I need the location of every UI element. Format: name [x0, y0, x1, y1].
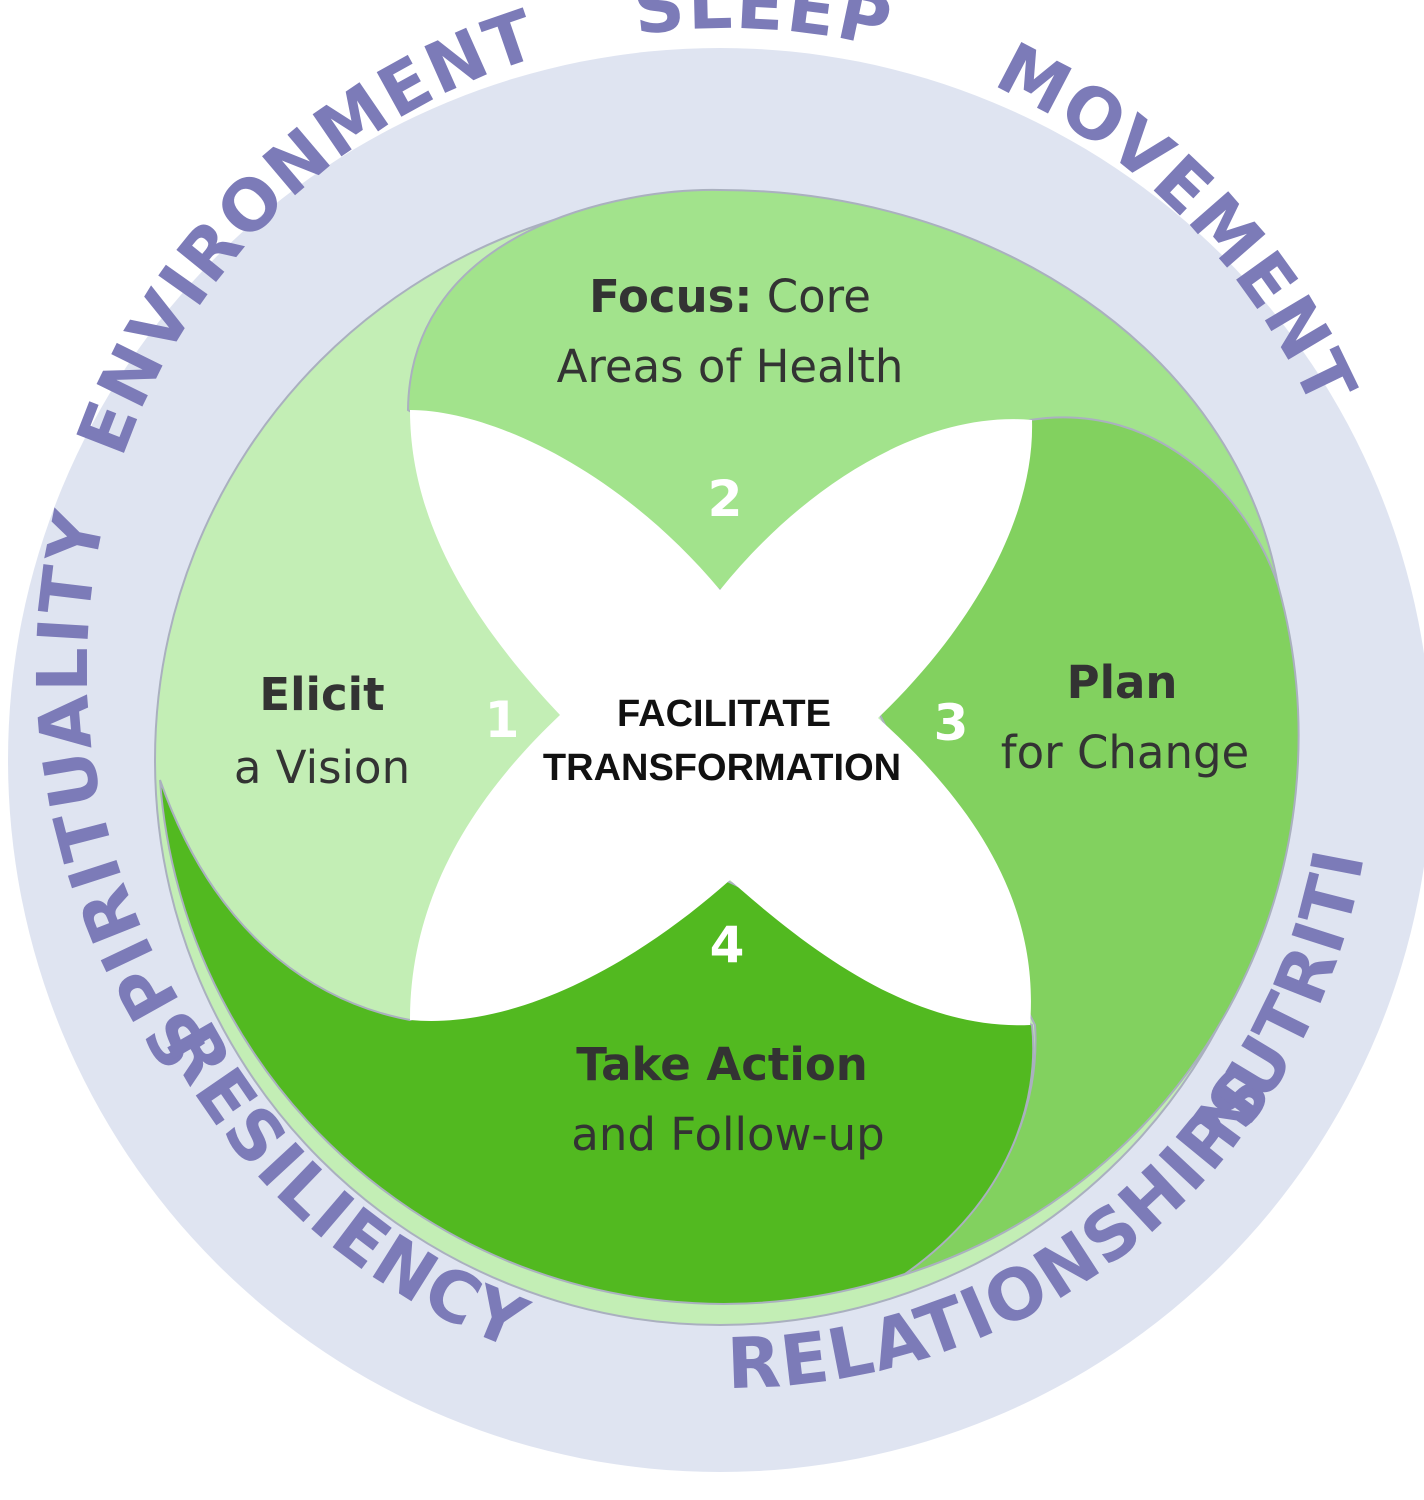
step-number-3: 3 [934, 694, 969, 752]
center-title-line2: TRANSFORMATION [543, 747, 901, 789]
step-number-1: 1 [485, 691, 520, 749]
plan-subtitle: for Change [1001, 726, 1249, 779]
step-number-2: 2 [708, 470, 743, 528]
action-heading: Take Action [576, 1038, 868, 1091]
focus-heading: Focus: Core [589, 270, 871, 323]
segment-action [159, 779, 1035, 1305]
focus-subtitle: Areas of Health [557, 340, 904, 393]
action-subtitle: and Follow-up [571, 1108, 884, 1161]
elicit-subtitle: a Vision [234, 741, 410, 794]
step-number-4: 4 [710, 916, 745, 974]
center-cross [410, 410, 1033, 1026]
center-title-line1: FACILITATE [617, 693, 831, 735]
segment-focus [406, 188, 1280, 592]
elicit-heading: Elicit [259, 668, 384, 721]
plan-heading: Plan [1067, 656, 1178, 709]
